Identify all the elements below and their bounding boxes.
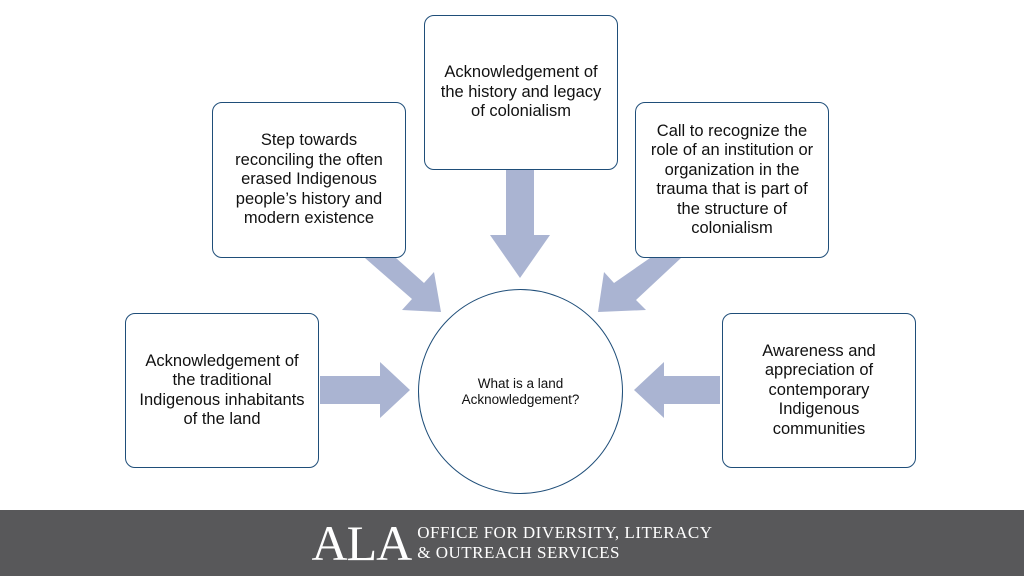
- arrows-layer: [320, 170, 720, 418]
- footer-bar: ALA OFFICE FOR DIVERSITY, LITERACY & OUT…: [0, 510, 1024, 576]
- node-upper-right-text: Call to recognize the role of an institu…: [650, 121, 814, 238]
- footer-line-1: OFFICE FOR DIVERSITY, LITERACY: [417, 523, 713, 542]
- arrow-right: [634, 362, 720, 418]
- node-upper-right: Call to recognize the role of an institu…: [635, 102, 829, 258]
- node-upper-left: Step towards reconciling the often erase…: [212, 102, 406, 258]
- node-top-text: Acknowledgement of the history and legac…: [440, 63, 602, 121]
- arrow-upper-right: [598, 258, 681, 312]
- arrow-upper-left: [365, 258, 441, 312]
- node-right-text: Awareness and appreciation of contempora…: [762, 341, 876, 438]
- node-left: Acknowledgement of the traditional Indig…: [125, 313, 319, 468]
- center-text: What is a land Acknowledgement?: [461, 375, 580, 407]
- arrow-left: [320, 362, 410, 418]
- arrow-top: [490, 170, 550, 278]
- center-circle: What is a land Acknowledgement?: [418, 289, 623, 494]
- ala-logo: ALA: [311, 515, 413, 571]
- node-upper-left-text: Step towards reconciling the often erase…: [235, 131, 383, 228]
- node-right: Awareness and appreciation of contempora…: [722, 313, 916, 468]
- footer-text: OFFICE FOR DIVERSITY, LITERACY & OUTREAC…: [417, 523, 712, 563]
- node-top: Acknowledgement of the history and legac…: [424, 15, 618, 170]
- node-left-text: Acknowledgement of the traditional Indig…: [139, 351, 305, 429]
- footer-line-2: & OUTREACH SERVICES: [417, 543, 620, 562]
